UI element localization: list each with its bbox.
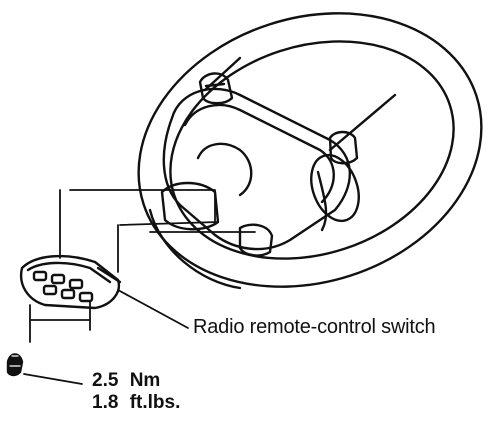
right-spoke-boss — [310, 130, 360, 232]
upper-spoke-boss — [198, 72, 234, 105]
steering-wheel-hub — [162, 56, 397, 251]
lower-spoke — [160, 181, 274, 257]
torque-callout-leader — [23, 373, 83, 385]
radio-switch-callout-label: Radio remote-control switch — [193, 316, 436, 338]
steering-wheel-rim — [137, 12, 483, 290]
torque-imperial-value: 1.8 ft.lbs. — [92, 392, 181, 413]
radio-remote-control-switch — [19, 254, 122, 310]
mounting-screw — [6, 353, 24, 377]
torque-metric-value: 2.5 Nm — [92, 370, 161, 391]
switch-callout-leader — [117, 289, 189, 329]
explode-lines — [29, 189, 256, 343]
